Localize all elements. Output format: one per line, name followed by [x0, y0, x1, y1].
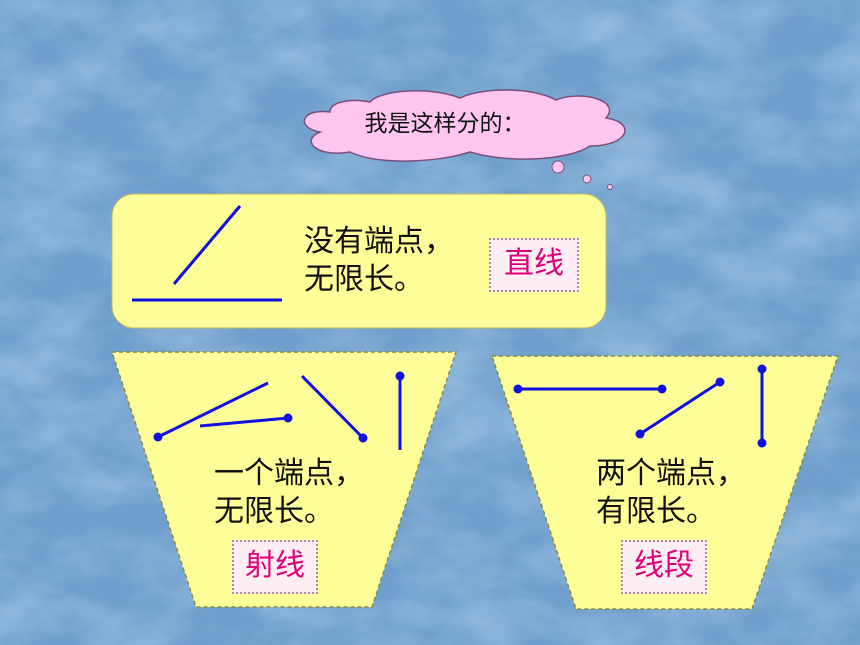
thought-bubble-dot-3: [607, 184, 613, 190]
ray-1: [157, 381, 269, 439]
ray-2: [199, 416, 289, 428]
segment-desc-line1: 两个端点，: [596, 456, 746, 491]
top-panel: [111, 193, 607, 329]
segment-1-endpoint-a: [513, 384, 523, 394]
ray-4-endpoint: [395, 371, 405, 381]
segment-3-endpoint-a: [757, 364, 767, 374]
segment-2-endpoint-b: [715, 377, 725, 387]
thought-bubble-text: 我是这样分的：: [364, 111, 526, 137]
straight-line-desc-line1: 没有端点，: [304, 224, 454, 259]
thought-bubble: [303, 89, 626, 190]
thought-bubble-dot-1: [551, 160, 565, 174]
segment-label: 线段: [621, 540, 707, 594]
ray-1-endpoint: [153, 432, 163, 442]
ray-3: [300, 374, 365, 440]
thought-bubble-cloud: [303, 89, 626, 162]
segment-1-endpoint-b: [657, 384, 667, 394]
ray-label: 射线: [232, 540, 318, 594]
segment-desc-line2: 有限长。: [596, 494, 716, 529]
thought-bubble-dot-2: [582, 174, 592, 184]
ray-2-endpoint: [283, 413, 293, 423]
segment-3-endpoint-b: [757, 438, 767, 448]
straight-line-desc-line2: 无限长。: [304, 262, 424, 297]
ray-desc-line2: 无限长。: [214, 494, 334, 529]
right-panel: [490, 355, 840, 610]
segment-2-endpoint-a: [635, 429, 645, 439]
ray-figures: [153, 371, 405, 450]
straight-line-diagonal: [172, 205, 242, 285]
segment-2: [639, 380, 721, 436]
straight-line-label: 直线: [489, 238, 579, 292]
ray-3-endpoint: [358, 433, 368, 443]
ray-desc-line1: 一个端点，: [214, 456, 364, 491]
straight-line-figures: [132, 205, 282, 302]
segment-figures: [513, 364, 767, 448]
